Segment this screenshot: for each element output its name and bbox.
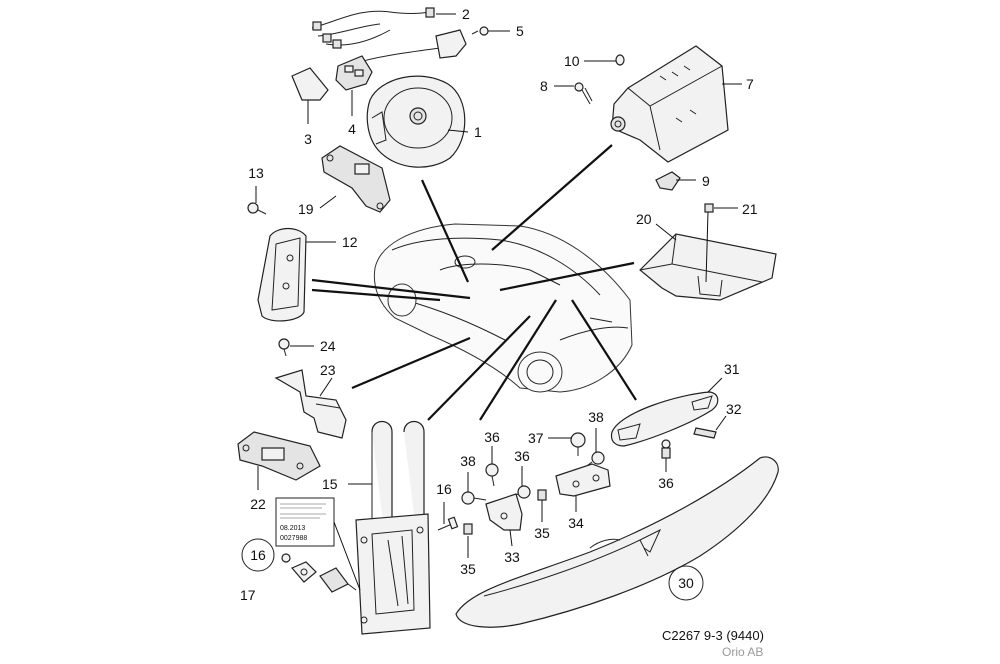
part-2-wiring-harness — [311, 7, 435, 49]
label-30-circled: 30 — [678, 575, 694, 591]
label-38-a: 38 — [460, 453, 476, 469]
label-7: 7 — [746, 76, 754, 92]
label-20: 20 — [636, 211, 652, 227]
part-8-bolt — [574, 82, 593, 105]
label-card: 08.2013 0027988 — [275, 497, 335, 547]
label-3: 3 — [304, 131, 312, 147]
label-13: 13 — [248, 165, 264, 181]
label-21: 21 — [742, 201, 758, 217]
label-circle-16 — [241, 538, 275, 572]
label-17: 16 — [436, 481, 452, 497]
part-21-clip — [704, 203, 714, 213]
part-19-sensor — [321, 145, 391, 213]
label-16-circled: 16 — [250, 547, 266, 563]
part-20-control-module — [639, 233, 777, 301]
label-15: 15 — [322, 476, 338, 492]
label-8: 8 — [540, 78, 548, 94]
label-19: 19 — [298, 201, 314, 217]
part-12-side-airbag — [257, 227, 307, 322]
part-1-steering-airbag — [366, 75, 466, 168]
label-38-b: 38 — [588, 409, 604, 425]
diagram-credit: Orio AB — [722, 645, 763, 659]
part-30-trim-panel — [455, 456, 779, 628]
label-35-b: 35 — [534, 525, 550, 541]
label-1: 1 — [474, 124, 482, 140]
label-card-date: 08.2013 — [280, 525, 305, 532]
part-15-rollover-frame — [355, 420, 431, 635]
part-38-screw-a — [461, 491, 487, 505]
part-7-passenger-airbag — [610, 45, 729, 163]
label-22: 22 — [250, 496, 266, 512]
part-35-clip-b — [537, 489, 547, 501]
part-34-bracket — [555, 463, 611, 497]
leader-lines — [255, 13, 742, 591]
part-22-sensor — [237, 431, 321, 481]
part-24-bolt — [278, 338, 290, 357]
part-4-switch-unit — [335, 29, 467, 91]
part-32-clip — [693, 427, 717, 439]
part-10-clip — [615, 54, 625, 66]
label-37: 36 — [658, 475, 674, 491]
part-13-screw — [247, 202, 267, 215]
label-34: 34 — [568, 515, 584, 531]
label-24: 24 — [320, 338, 336, 354]
label-23: 23 — [320, 362, 336, 378]
label-10: 10 — [564, 53, 580, 69]
part-5-screw — [471, 26, 489, 36]
label-4: 4 — [348, 121, 356, 137]
part-33-bracket — [485, 493, 523, 531]
label-33: 33 — [504, 549, 520, 565]
label-36-b: 36 — [514, 448, 530, 464]
label-5: 5 — [516, 23, 524, 39]
part-36-screw-a — [485, 463, 499, 487]
part-3-cover — [291, 67, 329, 101]
car-illustration — [373, 223, 633, 393]
label-36-c: 37 — [528, 430, 544, 446]
part-labels: 2 5 3 4 1 10 8 7 9 13 19 12 20 21 24 23 … — [240, 6, 758, 603]
part-16-parts — [281, 553, 357, 593]
label-card-serial: 0027988 — [280, 535, 307, 542]
label-31: 31 — [724, 361, 740, 377]
label-2: 2 — [462, 6, 470, 22]
part-35-clip-a — [463, 523, 473, 535]
part-31-speaker-cover — [610, 391, 719, 447]
pointer-lines — [311, 144, 637, 421]
label-35-a: 35 — [460, 561, 476, 577]
label-32: 32 — [726, 401, 742, 417]
part-23-bracket — [274, 369, 347, 439]
label-36-a: 36 — [484, 429, 500, 445]
label-circle-30 — [668, 565, 704, 601]
part-37-screw — [661, 439, 671, 459]
part-9-bracket — [655, 171, 681, 191]
diagram-caption: C2267 9-3 (9440) — [662, 628, 764, 643]
label-16: 17 — [240, 587, 256, 603]
part-17-bolt — [437, 516, 459, 531]
label-9: 9 — [702, 173, 710, 189]
part-36-screw-c — [570, 432, 586, 456]
label-12: 12 — [342, 234, 358, 250]
